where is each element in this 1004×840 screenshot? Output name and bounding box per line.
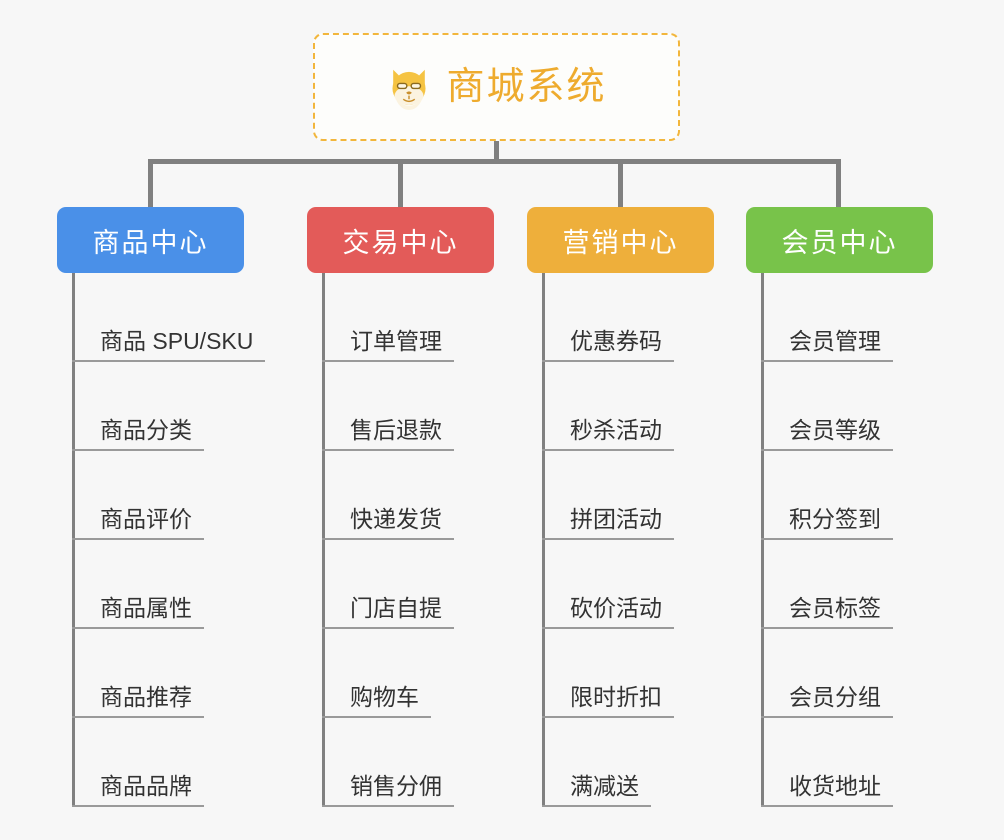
leaf-item[interactable]: 商品推荐 [72,629,204,718]
root-node[interactable]: 商城系统 [313,33,680,141]
leaf-item[interactable]: 收货地址 [761,718,893,807]
root-node-label: 商城系统 [446,66,607,108]
connector-root-stub [494,141,499,162]
leaf-item-label: 售后退款 [322,417,454,451]
category-node-label: 商品中心 [92,227,209,258]
leaf-item[interactable]: 会员管理 [761,273,893,362]
leaf-item[interactable]: 商品 SPU/SKU [72,273,266,362]
leaf-item-label: 销售分佣 [322,773,454,807]
leaf-item-label: 收货地址 [761,773,893,807]
leaf-item[interactable]: 秒杀活动 [542,362,674,451]
shiba-dog-face-icon [392,69,427,110]
connector-drop-2 [398,159,403,207]
leaf-item-label: 商品属性 [72,595,204,629]
connector-drop-1 [148,159,153,207]
leaf-item-label: 快递发货 [322,506,454,540]
leaf-item[interactable]: 商品分类 [72,362,204,451]
leaf-item[interactable]: 快递发货 [322,451,454,540]
leaf-item-label: 秒杀活动 [542,417,674,451]
leaf-item[interactable]: 商品属性 [72,540,204,629]
leaf-item-label: 砍价活动 [542,595,674,629]
leaf-trunk-line [761,273,764,807]
leaf-item-label: 商品 SPU/SKU [72,328,266,362]
leaf-item-label: 商品品牌 [72,773,204,807]
leaf-item[interactable]: 订单管理 [322,273,454,362]
leaf-trunk-line [322,273,325,807]
leaf-item[interactable]: 限时折扣 [542,629,674,718]
connector-drop-3 [618,159,623,207]
leaf-item-label: 商品分类 [72,417,204,451]
category-node-label: 营销中心 [562,227,679,258]
leaf-item[interactable]: 门店自提 [322,540,454,629]
leaf-item[interactable]: 购物车 [322,629,431,718]
connector-drop-4 [836,159,841,207]
category-node-label: 会员中心 [781,227,898,258]
leaf-item-label: 商品评价 [72,506,204,540]
leaf-item-label: 积分签到 [761,506,893,540]
leaf-item[interactable]: 满减送 [542,718,651,807]
category-node-label: 交易中心 [342,227,459,258]
leaf-item-label: 订单管理 [322,328,454,362]
leaf-item-label: 会员管理 [761,328,893,362]
leaf-item[interactable]: 会员等级 [761,362,893,451]
leaf-item[interactable]: 售后退款 [322,362,454,451]
category-node-1[interactable]: 商品中心 [57,207,244,273]
leaf-item-label: 限时折扣 [542,684,674,718]
leaf-item[interactable]: 商品品牌 [72,718,204,807]
leaf-item[interactable]: 会员分组 [761,629,893,718]
leaf-item-label: 会员标签 [761,595,893,629]
leaf-item[interactable]: 会员标签 [761,540,893,629]
category-node-4[interactable]: 会员中心 [746,207,933,273]
leaf-item-label: 购物车 [322,684,431,718]
connector-horizontal-bus [148,159,841,164]
leaf-item[interactable]: 优惠券码 [542,273,674,362]
category-node-3[interactable]: 营销中心 [527,207,714,273]
leaf-item[interactable]: 拼团活动 [542,451,674,540]
leaf-item-label: 优惠券码 [542,328,674,362]
leaf-item-label: 商品推荐 [72,684,204,718]
leaf-trunk-line [542,273,545,807]
category-node-2[interactable]: 交易中心 [307,207,494,273]
leaf-item[interactable]: 销售分佣 [322,718,454,807]
leaf-item-label: 会员分组 [761,684,893,718]
leaf-item[interactable]: 砍价活动 [542,540,674,629]
leaf-trunk-line [72,273,75,807]
leaf-item-label: 满减送 [542,773,651,807]
leaf-item-label: 拼团活动 [542,506,674,540]
leaf-item[interactable]: 积分签到 [761,451,893,540]
leaf-item[interactable]: 商品评价 [72,451,204,540]
leaf-item-label: 会员等级 [761,417,893,451]
leaf-item-label: 门店自提 [322,595,454,629]
